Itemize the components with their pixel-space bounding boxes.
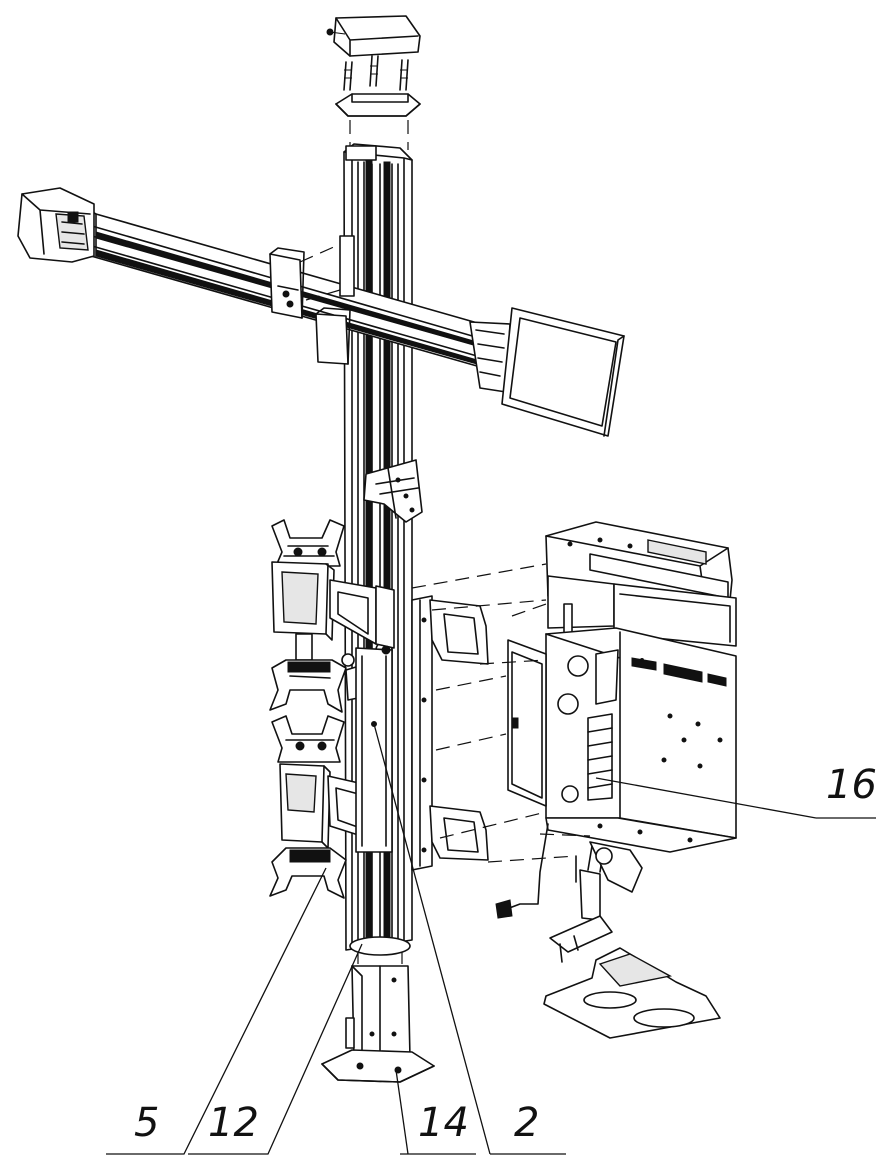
assembly-lines [411, 563, 591, 863]
left-camera-head [17, 187, 95, 263]
top-cap [326, 15, 421, 150]
cabinet-hanger-and-foot [543, 841, 721, 1039]
monitor [501, 307, 625, 437]
leader-lines [106, 723, 876, 1155]
cap-screws [343, 55, 409, 91]
sliding-carriage [355, 585, 395, 853]
power-cable [495, 823, 549, 919]
crossbar-assembly [69, 199, 511, 393]
callout-2: 2 [514, 1100, 539, 1146]
callout-12: 12 [208, 1100, 259, 1146]
column-base [321, 936, 435, 1083]
cabinet-upper-box [545, 521, 737, 647]
callout-14: 14 [418, 1100, 469, 1146]
cabinet-mounting-plate [381, 595, 489, 871]
column-bracket [363, 459, 423, 523]
wheel-clamp-lower [269, 715, 347, 899]
cabinet-main-body [507, 627, 737, 853]
callout-16: 16 [826, 762, 876, 808]
callout-5: 5 [134, 1100, 159, 1146]
wheel-clamp-upper [269, 519, 347, 713]
